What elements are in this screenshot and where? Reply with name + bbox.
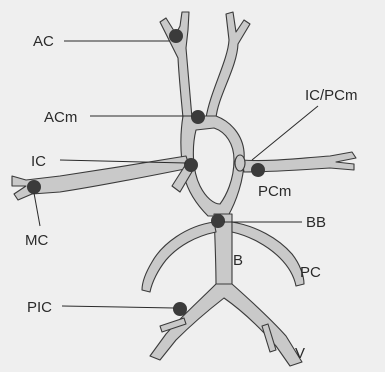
- label-b: B: [233, 252, 243, 269]
- vessel-oval: [235, 155, 245, 171]
- marker-mc: [27, 180, 41, 194]
- marker-ic: [184, 158, 198, 172]
- vessel-right-anterior: [206, 12, 250, 118]
- label-bb: BB: [306, 214, 326, 231]
- marker-ac: [169, 29, 183, 43]
- label-acm: ACm: [44, 109, 77, 126]
- leader-mc: [34, 193, 40, 226]
- leader-pic: [62, 306, 174, 308]
- leader-ic-pcm: [252, 106, 318, 160]
- label-ic: IC: [31, 153, 46, 170]
- marker-bb: [211, 214, 225, 228]
- label-v: V: [295, 345, 305, 362]
- marker-pic: [173, 302, 187, 316]
- label-pic: PIC: [27, 299, 52, 316]
- label-ic-pcm: IC/PCm: [305, 87, 358, 104]
- marker-acm: [191, 110, 205, 124]
- vessel-left-pc: [142, 222, 216, 292]
- label-pcm: PCm: [258, 183, 291, 200]
- marker-pcm: [251, 163, 265, 177]
- vessel-left-anterior: [160, 12, 192, 118]
- label-pc: PC: [300, 264, 321, 281]
- label-ac: AC: [33, 33, 54, 50]
- label-mc: MC: [25, 232, 48, 249]
